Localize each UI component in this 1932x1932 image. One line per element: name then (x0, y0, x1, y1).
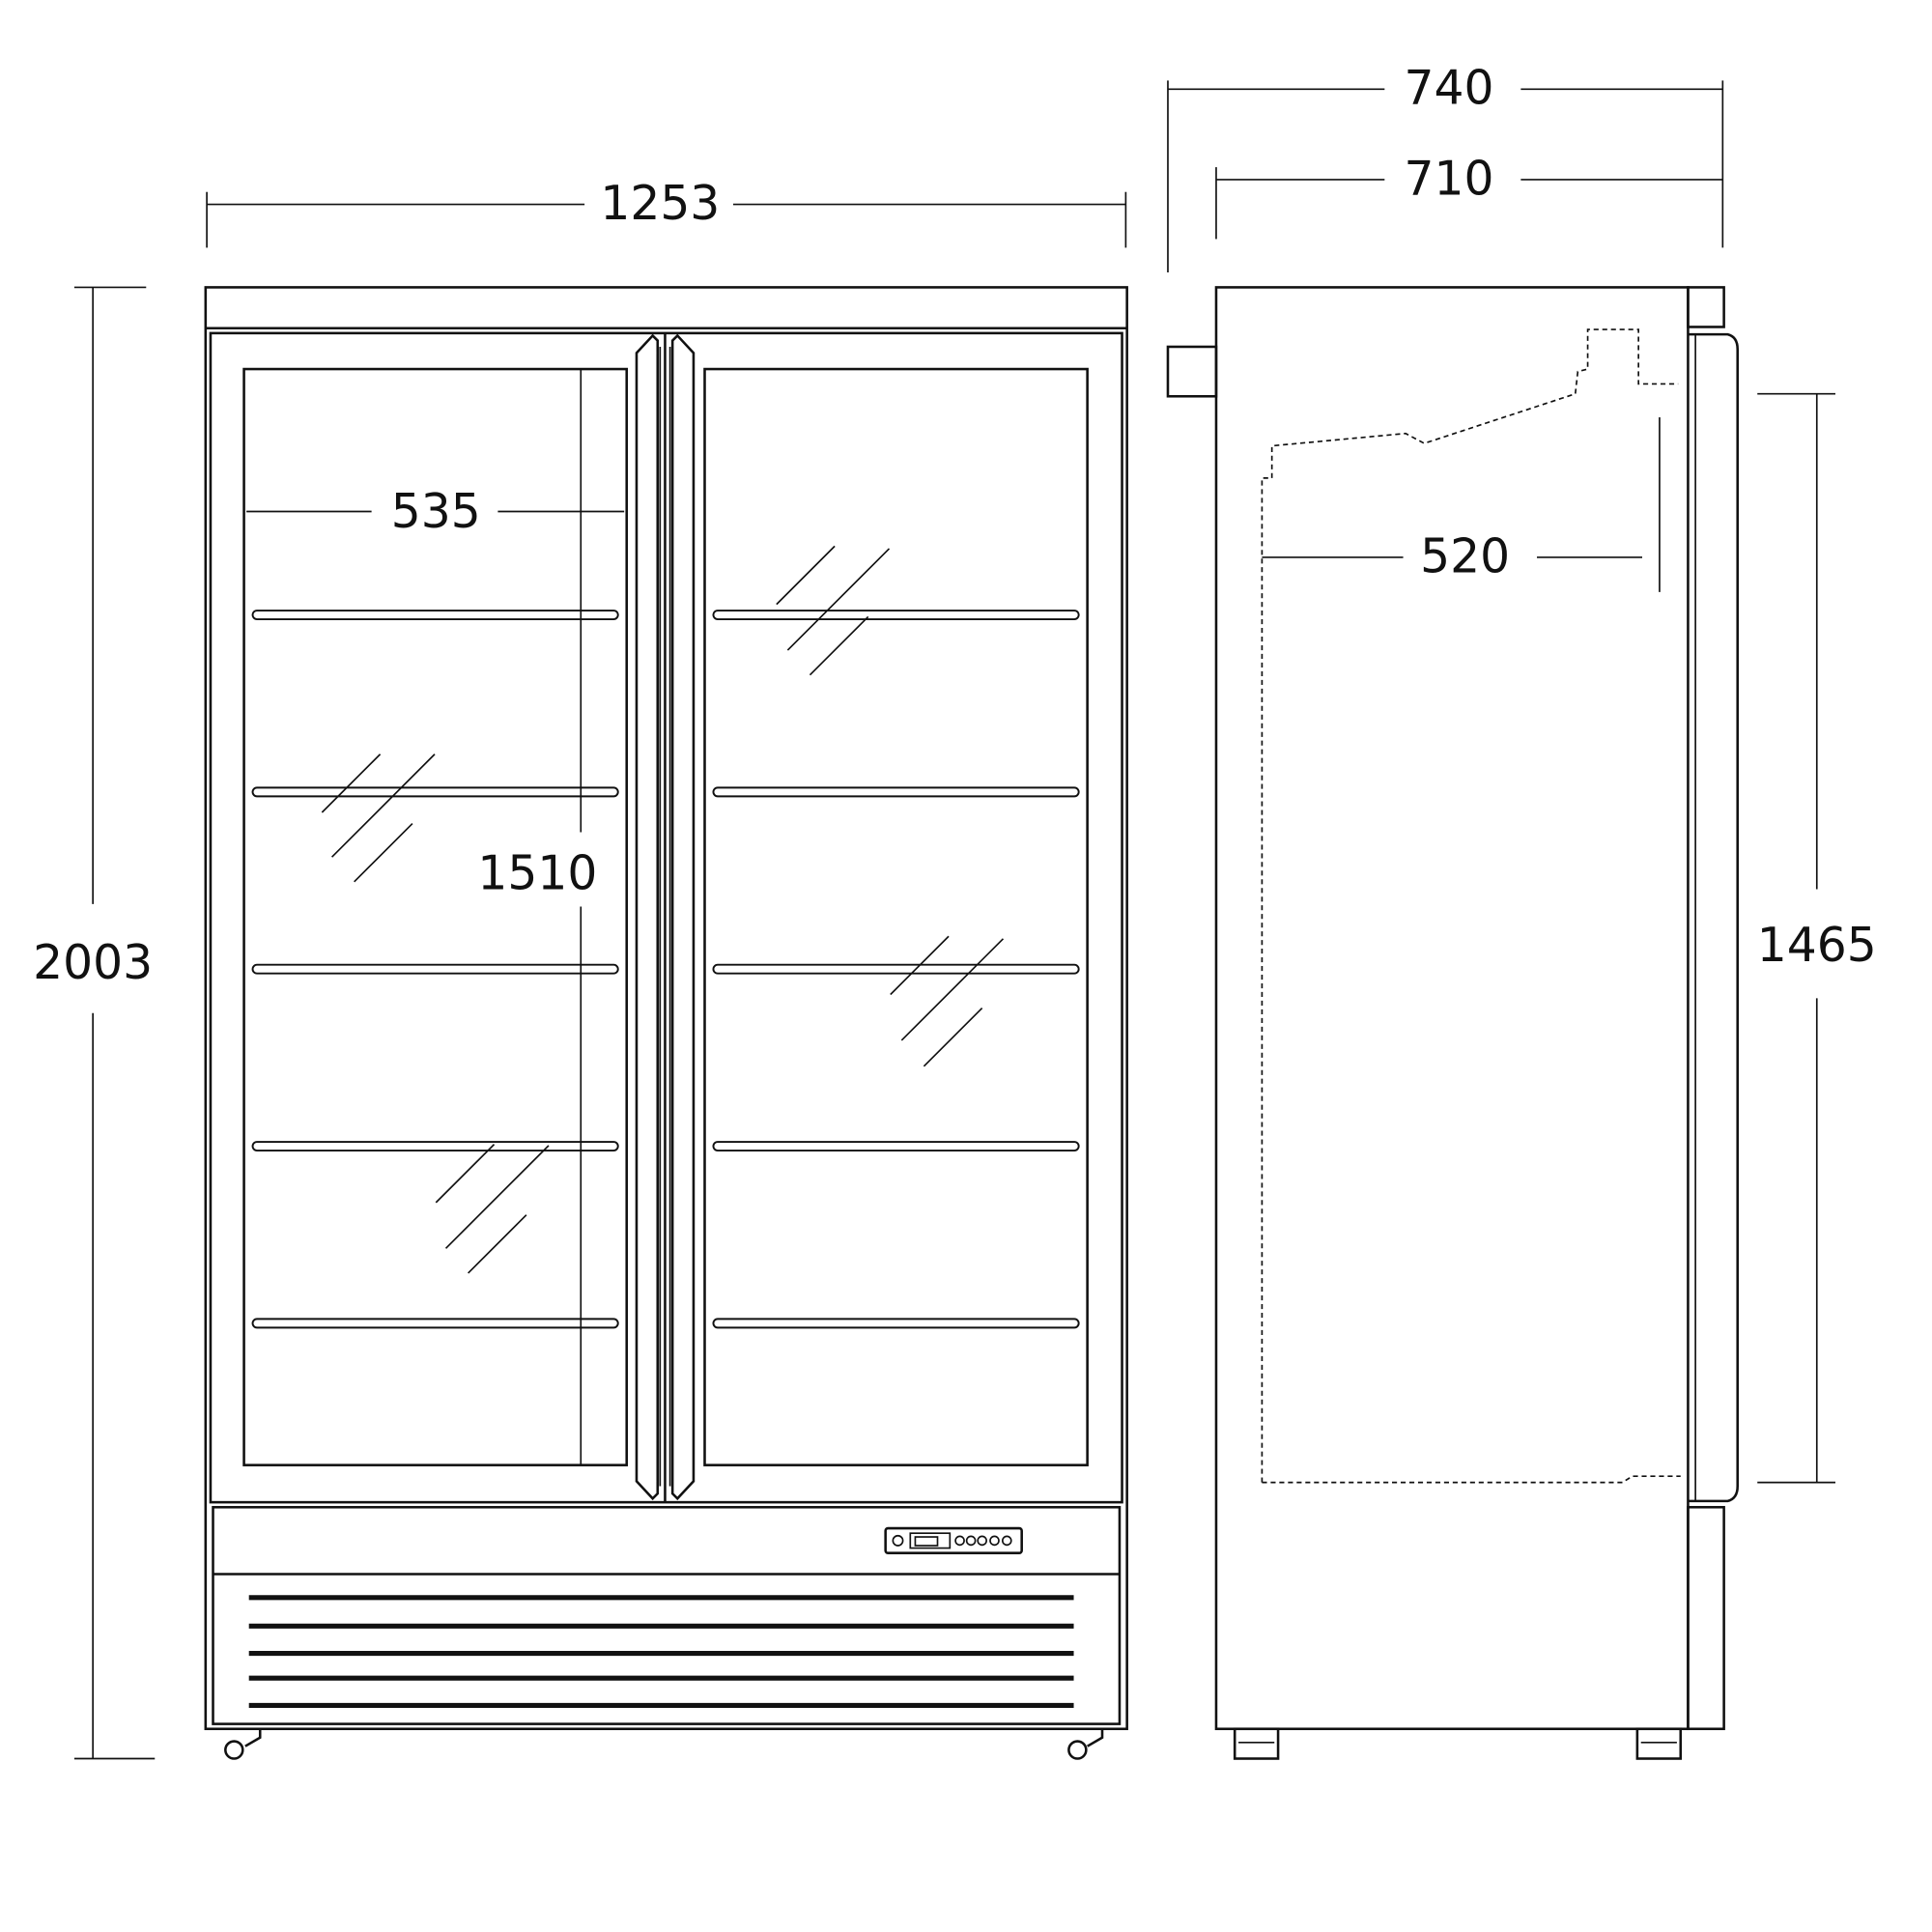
dimension-glass-height: 1510 (477, 369, 597, 1465)
castors (216, 1727, 1104, 1760)
right-door-glass (703, 367, 1089, 1466)
side-view: 740 710 520 1465 (1166, 62, 1877, 1760)
right-door-handle (670, 333, 696, 1501)
dimension-cabinet-depth: 710 (1215, 152, 1723, 240)
interior-depth-label: 520 (1420, 529, 1510, 583)
dimension-door-height: 1465 (1757, 392, 1877, 1484)
door-height-label: 1465 (1757, 919, 1877, 973)
left-door-glass (242, 367, 628, 1466)
front-view: 1253 2003 (33, 177, 1128, 1760)
control-panel (884, 1526, 1023, 1554)
glass-reflection-marks (321, 545, 1005, 1274)
overall-height-label: 2003 (33, 936, 153, 990)
overall-depth-label: 740 (1405, 62, 1494, 116)
feet (1233, 1727, 1683, 1760)
door-width-label: 535 (391, 485, 481, 539)
left-door-handle (635, 333, 660, 1501)
interior-outline-dashed (1261, 328, 1679, 1483)
rear-compressor-cover (1166, 345, 1218, 398)
dimension-overall-height: 2003 (33, 286, 156, 1760)
ventilation-grille (248, 1595, 1074, 1708)
overall-width-label: 1253 (600, 177, 720, 231)
shelves (251, 610, 1080, 1329)
side-door (1688, 332, 1740, 1503)
dimension-overall-depth: 740 (1167, 62, 1724, 273)
cabinet-body (204, 286, 1128, 1731)
dimension-interior-depth: 520 (1262, 417, 1661, 592)
cabinet-depth-label: 710 (1405, 152, 1494, 206)
dimension-overall-width: 1253 (206, 177, 1127, 248)
glass-height-label: 1510 (477, 847, 597, 901)
side-cabinet (1214, 286, 1690, 1731)
dimension-door-width: 535 (246, 485, 625, 539)
